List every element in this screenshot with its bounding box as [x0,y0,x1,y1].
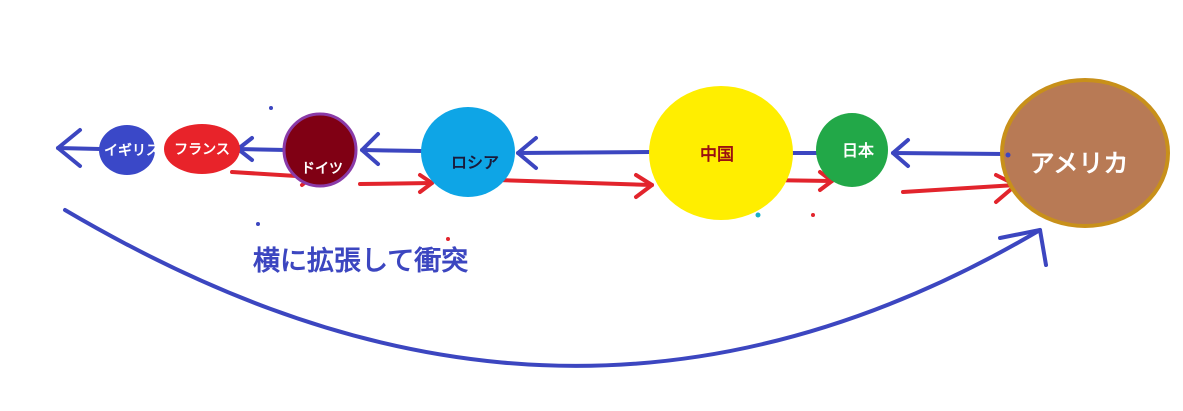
red-arrows [230,167,1018,204]
russia-label: ロシア [451,153,499,172]
node-china: 中国 [649,86,793,220]
node-japan: 日本 [816,113,888,187]
blue-arrow-england-west [56,128,102,168]
node-russia: ロシア [421,107,515,197]
america-label: アメリカ [1030,149,1129,178]
blue-arrow-russia-germany [360,132,424,166]
russia-circle [421,107,515,197]
germany-label: ドイツ [301,161,343,177]
blue-arrow-germany-france [236,136,288,162]
stray-dots [256,106,1011,241]
france-label: フランス [174,142,230,158]
node-germany: ドイツ [282,112,358,188]
red-arrow-japan-america [901,173,1018,204]
node-france: フランス [164,124,240,174]
china-circle [649,86,793,220]
france-circle [164,124,240,174]
node-england: イギリス [99,125,160,175]
england-circle [99,125,155,175]
japan-label: 日本 [842,141,874,160]
blue-arrow-america-japan [891,138,1007,168]
england-label: イギリス [104,142,160,159]
japan-circle [816,113,888,187]
blue-arrow-china-russia [516,136,652,170]
caption-text: 横に拡張して衝突 [253,245,468,277]
america-circle [1000,78,1170,228]
blue-curve-arrow [63,208,1048,368]
blue-arrows [56,128,1048,368]
germany-circle [282,112,358,188]
red-arrow-russia-china [496,173,654,199]
red-arrow-germany-russia [358,173,434,194]
china-label: 中国 [700,144,734,165]
node-america: アメリカ [1000,78,1170,228]
